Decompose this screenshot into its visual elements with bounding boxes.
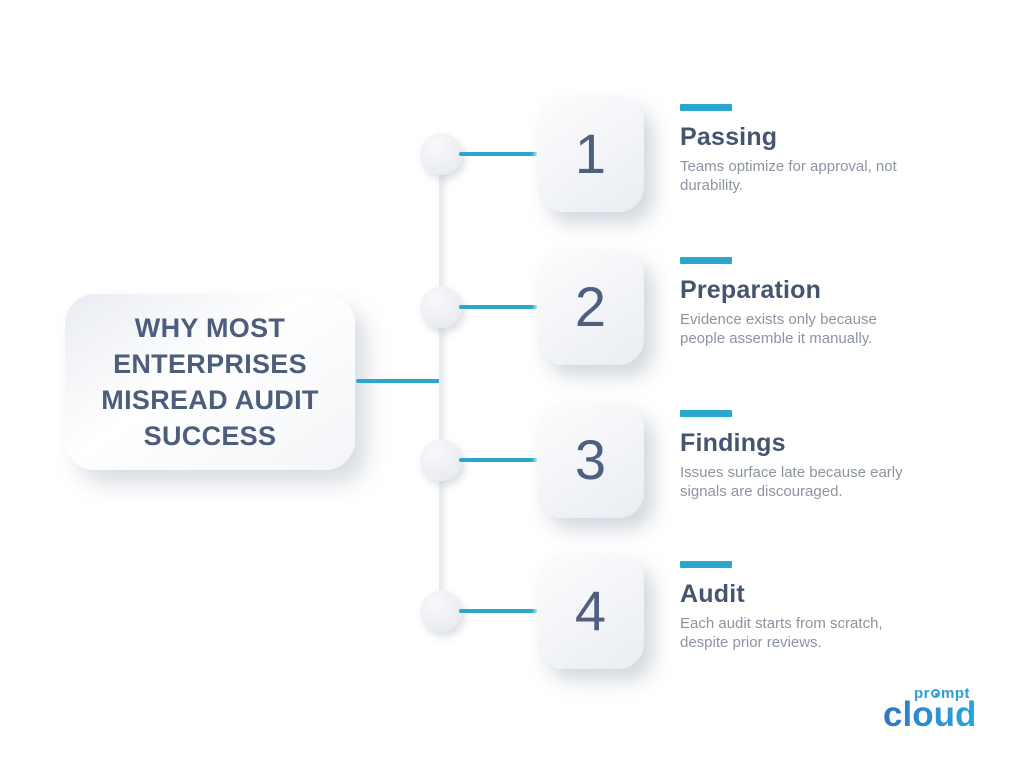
item-text-block: Passing Teams optimize for approval, not…: [680, 104, 920, 195]
item-text-block: Findings Issues surface late because ear…: [680, 410, 920, 501]
logo-prompt-post: mpt: [941, 685, 970, 702]
logo-cloud-text: cloud: [883, 695, 977, 734]
item-number: 1: [574, 122, 607, 185]
timeline-spine: [439, 154, 443, 611]
item-title: Audit: [680, 580, 745, 608]
main-title: WHY MOST ENTERPRISES MISREAD AUDIT SUCCE…: [101, 313, 319, 451]
connector-line: [459, 609, 538, 613]
item-description: Evidence exists only because people asse…: [680, 311, 877, 347]
accent-bar: [680, 104, 732, 111]
item-text-block: Preparation Evidence exists only because…: [680, 257, 920, 348]
item-text-block: Audit Each audit starts from scratch, de…: [680, 561, 920, 652]
number-card: 1: [537, 96, 644, 212]
timeline-node-icon: [420, 133, 462, 175]
timeline-node-icon: [420, 590, 462, 632]
item-number: 4: [574, 579, 607, 642]
logo-prompt-text: pr mpt: [914, 686, 970, 701]
accent-bar: [680, 257, 732, 264]
item-description: Issues surface late because early signal…: [680, 464, 903, 500]
item-title: Preparation: [680, 276, 822, 304]
number-card: 4: [537, 553, 644, 669]
title-connector-line: [356, 379, 441, 383]
main-title-box: WHY MOST ENTERPRISES MISREAD AUDIT SUCCE…: [65, 294, 355, 470]
item-description: Teams optimize for approval, not durabil…: [680, 158, 897, 194]
item-title: Findings: [680, 429, 786, 457]
cloud-icon: ☁: [981, 709, 994, 724]
promptcloud-logo: pr mpt cloud ☁: [883, 686, 994, 742]
connector-line: [459, 458, 538, 462]
item-number: 3: [574, 428, 607, 491]
item-number: 2: [574, 275, 607, 338]
number-card: 2: [537, 249, 644, 365]
number-card: 3: [537, 402, 644, 518]
accent-bar: [680, 561, 732, 568]
item-description: Each audit starts from scratch, despite …: [680, 615, 883, 651]
connector-line: [459, 305, 538, 309]
timeline-node-icon: [420, 439, 462, 481]
accent-bar: [680, 410, 732, 417]
target-icon: [931, 689, 940, 698]
connector-line: [459, 152, 538, 156]
logo-prompt-pre: pr: [914, 685, 930, 702]
timeline-node-icon: [420, 286, 462, 328]
item-title: Passing: [680, 123, 778, 151]
